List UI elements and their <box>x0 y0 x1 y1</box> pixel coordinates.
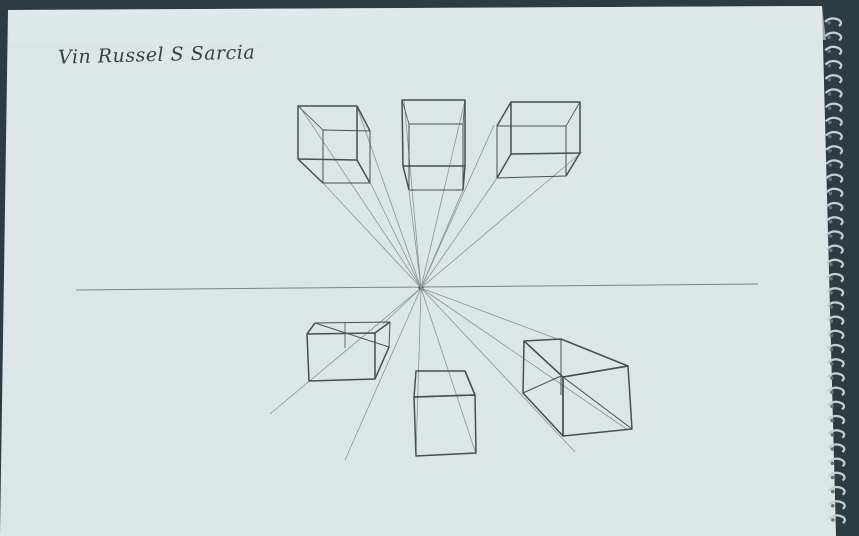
cube-bottom-left <box>306 321 391 382</box>
spiral-hole <box>830 475 835 480</box>
spiral-ring <box>827 386 845 397</box>
spiral-hole <box>830 447 835 451</box>
spiral-ring <box>827 471 846 482</box>
spiral-ring <box>826 258 844 269</box>
spiral-hole <box>827 35 831 39</box>
spiral-hole <box>828 248 833 252</box>
spiral-ring <box>826 272 845 283</box>
spiral-ring <box>824 59 843 70</box>
spiral-ring <box>825 116 843 127</box>
spiral-ring <box>826 329 845 340</box>
spiral-hole <box>830 504 835 508</box>
spiral-ring <box>824 17 843 27</box>
spiral-hole <box>828 205 833 210</box>
spiral-hole <box>827 21 831 25</box>
spiral-hole <box>830 489 835 494</box>
spiral-ring <box>825 173 844 184</box>
spiral-hole <box>827 63 832 68</box>
spiral-hole <box>829 362 834 366</box>
spiral-ring <box>826 315 845 326</box>
spiral-hole <box>830 418 834 423</box>
spiral-ring <box>827 443 846 453</box>
spiral-ring <box>826 244 844 255</box>
spiral-hole <box>829 291 833 295</box>
spiral-hole <box>830 390 834 395</box>
spiral-ring <box>826 343 845 354</box>
spiral-ring <box>827 400 846 411</box>
spiral-hole <box>829 319 834 324</box>
spiral-ring <box>825 216 844 226</box>
spiral-ring <box>828 514 846 524</box>
spiral-ring <box>826 301 845 311</box>
spiral-hole <box>830 461 835 466</box>
spiral-ring <box>826 358 845 368</box>
spiral-hole <box>827 49 832 54</box>
spiral-hole <box>828 234 833 238</box>
spiral-hole <box>830 433 835 437</box>
spiral-ring <box>824 74 843 84</box>
spiral-hole <box>830 404 834 409</box>
spiral-ring <box>826 287 845 297</box>
spiral-ring <box>824 88 843 98</box>
cube-top-center <box>401 99 466 191</box>
horizon-line <box>75 283 759 291</box>
spiral-hole <box>828 177 833 181</box>
spiral-hole <box>827 78 832 82</box>
spiral-hole <box>827 120 832 125</box>
spiral-hole <box>829 333 834 338</box>
spiral-ring <box>827 457 846 468</box>
spiral-ring <box>824 45 843 56</box>
spiral-hole <box>828 220 833 224</box>
spiral-hole <box>829 376 834 380</box>
spiral-ring <box>827 429 846 439</box>
spiral-hole <box>828 163 832 167</box>
spiral-ring <box>825 130 843 141</box>
spiral-ring <box>827 485 846 496</box>
cube-top-left <box>297 105 371 184</box>
spiral-ring <box>825 145 844 155</box>
spiral-hole <box>829 262 833 267</box>
spiral-hole <box>831 518 835 522</box>
spiral-binding-icon <box>824 17 846 524</box>
spiral-ring <box>828 500 846 510</box>
spiral-hole <box>828 134 832 139</box>
spiral-ring <box>827 372 845 382</box>
spiral-hole <box>828 191 833 196</box>
spiral-ring <box>825 159 844 169</box>
cube-top-right <box>496 101 581 179</box>
spiral-ring <box>824 31 843 42</box>
spiral-hole <box>829 347 834 352</box>
spiral-ring <box>825 201 844 212</box>
spiral-hole <box>827 92 832 96</box>
spiral-hole <box>829 305 834 309</box>
spiral-ring <box>827 414 846 425</box>
paper-sheet <box>0 6 836 536</box>
spiral-hole <box>828 149 832 153</box>
cube-bottom-right <box>522 338 633 437</box>
paper-highlight <box>8 6 826 42</box>
spiral-hole <box>827 106 832 110</box>
cube-bottom-center <box>413 370 477 457</box>
spiral-hole <box>829 276 833 281</box>
spiral-ring <box>825 187 844 198</box>
spiral-ring <box>824 102 843 113</box>
spiral-ring <box>825 230 844 240</box>
